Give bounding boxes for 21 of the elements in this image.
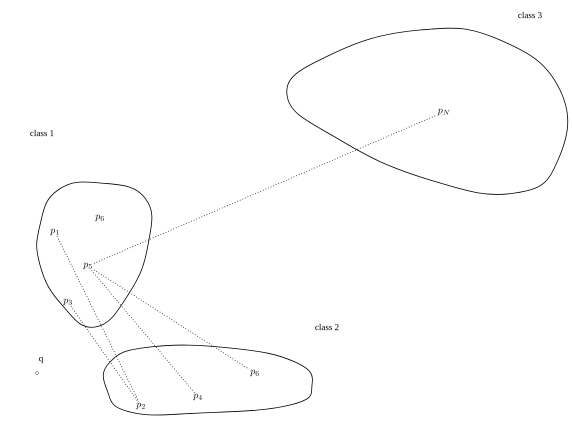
node-label: q: [39, 356, 44, 364]
point-label: $p_{3}$: [62, 298, 72, 306]
dotted-line: [70, 306, 138, 402]
point-label: $p_{5}$: [82, 262, 92, 270]
class-label: class 1: [30, 130, 54, 136]
point-label: $p_{6}$: [94, 214, 104, 222]
point-label: $p_{4}$: [192, 394, 202, 400]
point-label: $p_{N}$: [437, 108, 450, 116]
dotted-line: [56, 236, 140, 402]
class-label: class 2: [315, 324, 339, 330]
dotted-line: [94, 114, 437, 264]
point-label: $p_{6}$: [250, 370, 259, 376]
point-label: $p_{2}$: [136, 402, 145, 410]
dotted-line: [94, 269, 250, 370]
class-region: [286, 28, 568, 195]
dotted-line: [91, 270, 195, 394]
class-region: [102, 344, 313, 416]
query-point: q: [35, 356, 44, 375]
class-label: class 3: [518, 12, 542, 18]
class-region: [36, 182, 152, 328]
point-label: $p_{1}$: [50, 228, 59, 236]
